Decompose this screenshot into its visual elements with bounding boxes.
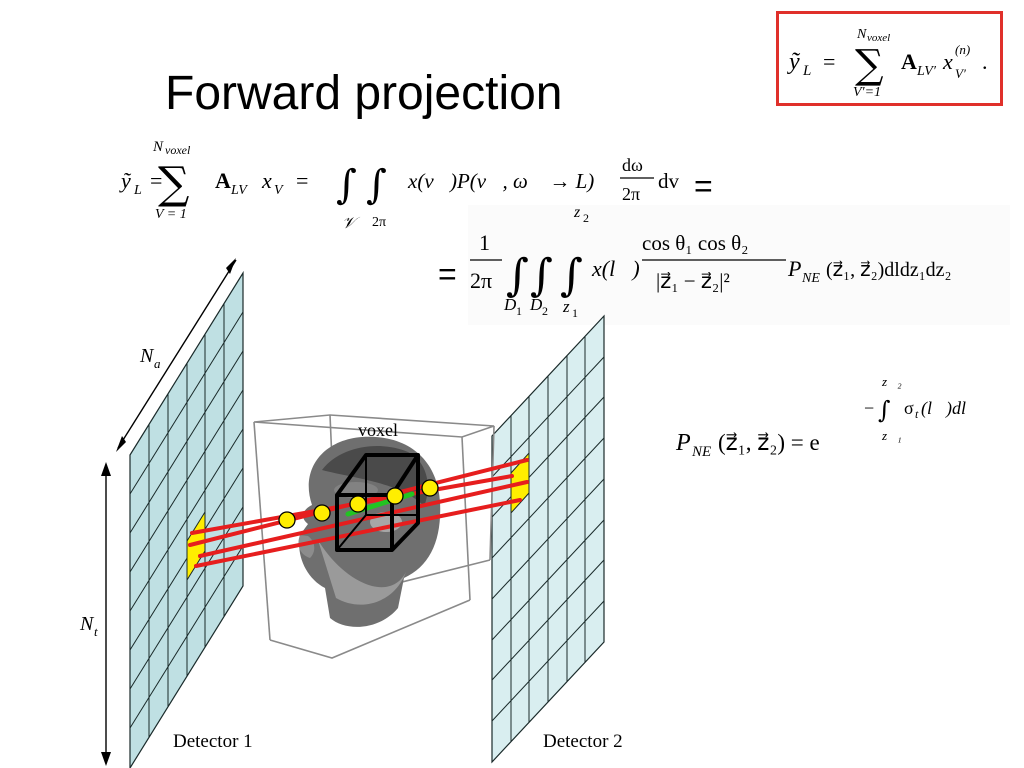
page-title: Forward projection xyxy=(165,67,563,120)
main-eq2: = xyxy=(296,168,308,193)
second-int-lower1: D xyxy=(503,295,517,314)
detector-2-label: Detector 2 xyxy=(543,731,623,752)
second-kernel-args: (z⃗₁, z⃗₂)dldz₁dz₂ xyxy=(826,259,952,281)
second-integrand-start: x(l⃗) xyxy=(591,256,640,281)
atten-exp-upper: z⃗₂ xyxy=(881,374,902,389)
second-frac2-den: |z⃗₁ − z⃗₂|² xyxy=(656,269,730,293)
second-int-lower1-sub: 1 xyxy=(516,304,522,318)
sample-point-3 xyxy=(349,495,367,513)
main-sum-lower: V = 1 xyxy=(155,207,187,222)
second-integral-icon-3: ∫ xyxy=(560,250,583,301)
main-sum-upper-sub: voxel xyxy=(165,143,191,157)
main-term1-var: x xyxy=(261,168,272,193)
equation-panel xyxy=(468,205,1010,325)
main-diff: dv xyxy=(658,169,680,193)
sample-point-1 xyxy=(278,511,296,529)
main-eq1: = xyxy=(150,168,162,193)
boxed-equation: ỹ L = N voxel ∑ V′=1 A LV′ x (n) V′ . xyxy=(776,11,1003,106)
n-t-dimension-arrow xyxy=(101,462,111,766)
main-lhs: ỹ xyxy=(119,168,132,193)
voxel-label: voxel xyxy=(358,420,398,440)
second-kernel: P xyxy=(787,256,801,281)
atten-lhs-args: (z⃗₁, z⃗₂) = e xyxy=(718,430,820,455)
detector-1-label: Detector 1 xyxy=(173,731,253,752)
second-frac2-num: cos θ₁ cos θ₂ xyxy=(642,231,749,255)
boxed-equation-formula: ỹ L = N voxel ∑ V′=1 A LV′ x (n) V′ . xyxy=(787,27,988,100)
main-term1: A xyxy=(215,168,231,193)
sample-point-2 xyxy=(313,504,331,522)
boxed-sum-upper: N xyxy=(856,27,867,42)
second-int-lower3: z⃗ xyxy=(562,297,583,316)
atten-exp-lower: z⃗₁ xyxy=(881,428,902,443)
second-int-upper3: z⃗ xyxy=(573,204,593,221)
boxed-eq-sign: = xyxy=(823,49,835,74)
second-int-lower2: D xyxy=(529,295,543,314)
n-a-label-sub: a xyxy=(154,356,161,371)
atten-lhs-sub: NE xyxy=(691,444,711,460)
detector-1-active-pixel xyxy=(186,510,206,582)
integral-icon-1: ∫ xyxy=(336,162,357,208)
second-integral-icon-1: ∫ xyxy=(506,250,529,301)
n-a-label: N xyxy=(139,345,155,367)
main-lhs-sub: L xyxy=(133,183,142,198)
second-lead-eq: = xyxy=(438,256,457,292)
atten-lhs: P xyxy=(675,430,691,456)
main-trail-eq: = xyxy=(694,168,713,204)
main-equation: ỹ L = N voxel ∑ V = 1 A LV x V = ∫ ∫ 𝒱 2… xyxy=(119,139,713,232)
detector-2 xyxy=(491,314,605,764)
atten-exp-minus: − xyxy=(864,398,874,418)
main-int-lower1: 𝒱 xyxy=(342,215,361,232)
boxed-end: . xyxy=(982,49,988,74)
second-equation: = 1 2π ∫ ∫ ∫ D 1 D 2 z⃗ 1 z⃗ 2 x(l⃗) cos… xyxy=(438,204,952,320)
n-a-dimension-arrow xyxy=(116,258,237,452)
boxed-lhs: ỹ xyxy=(787,49,801,75)
atten-exp-body: σ xyxy=(904,398,914,418)
atten-exp-body-sub: t xyxy=(915,407,919,421)
boxed-var: x xyxy=(942,49,953,74)
attenuation-equation: P NE (z⃗₁, z⃗₂) = e − ∫ z⃗₂ z⃗₁ σ t (l⃗)… xyxy=(675,374,966,460)
main-term1-sub: LV xyxy=(230,183,248,198)
sample-point-5 xyxy=(421,479,439,497)
boxed-sigma-icon: ∑ xyxy=(855,42,884,88)
boxed-term-sub: LV′ xyxy=(916,64,937,79)
n-t-label-sub: t xyxy=(94,624,98,639)
integral-icon-2: ∫ xyxy=(366,162,387,208)
second-integral-icon-2: ∫ xyxy=(530,250,553,301)
atten-exp-body-rest: (l⃗)dl xyxy=(921,398,966,419)
main-frac-den: 2π xyxy=(622,184,640,204)
boxed-sum-upper-sub: voxel xyxy=(867,32,890,44)
ray-3 xyxy=(194,498,522,568)
detector-2-grid xyxy=(491,336,605,742)
second-kernel-sub: NE xyxy=(801,271,820,286)
second-int-lower3-sub: 1 xyxy=(572,306,578,320)
boxed-var-sup: (n) xyxy=(955,42,970,57)
boxed-term: A xyxy=(901,49,917,74)
second-frac1-num: 1 xyxy=(479,230,490,255)
n-t-label: N xyxy=(79,613,95,635)
boxed-lhs-sub: L xyxy=(802,63,811,79)
main-frac-num: dω xyxy=(622,155,643,175)
boxed-var-sub: V′ xyxy=(955,66,966,81)
main-sum-upper: N xyxy=(152,139,164,155)
boxed-sum-lower: V′=1 xyxy=(853,85,881,100)
second-frac1-den: 2π xyxy=(470,268,492,293)
main-term1-var-sub: V xyxy=(274,183,284,198)
sample-points xyxy=(278,479,439,529)
main-int-lower2: 2π xyxy=(372,215,386,230)
atten-integral-icon: ∫ xyxy=(878,396,891,424)
main-integrand: x(v⃗)P(v⃗, ω⃗ → L) xyxy=(407,169,594,193)
sample-point-4 xyxy=(386,487,404,505)
second-int-lower2-sub: 2 xyxy=(542,304,548,318)
detector-1 xyxy=(129,270,244,768)
second-int-upper3-sub: 2 xyxy=(583,211,589,225)
main-sigma-icon: ∑ xyxy=(158,158,189,209)
